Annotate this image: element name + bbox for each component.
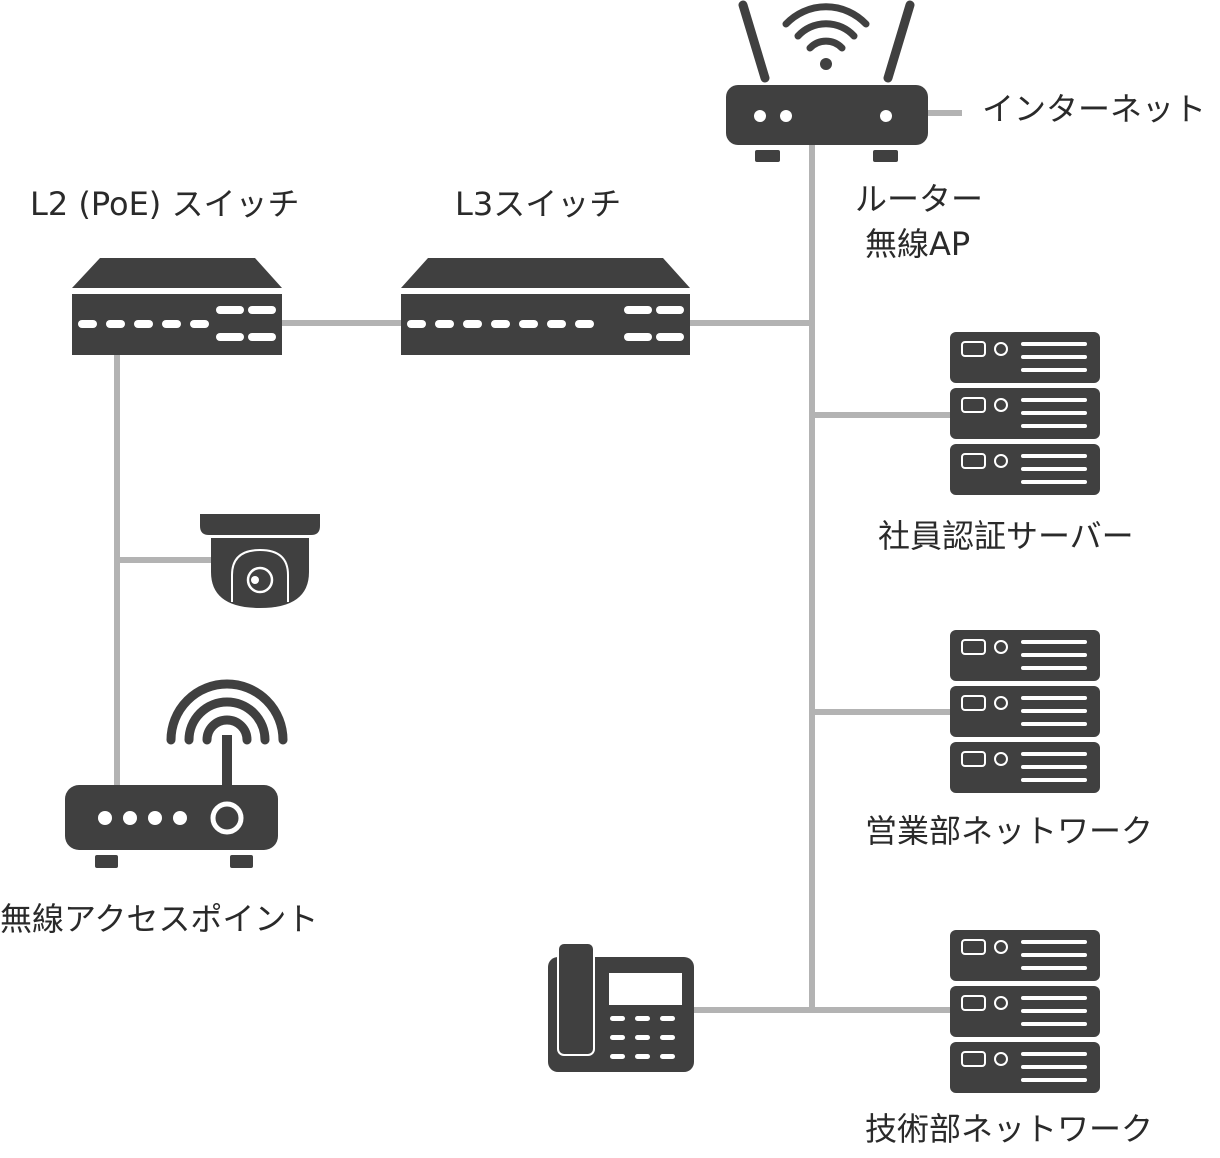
sales-server-icon — [950, 630, 1100, 793]
tech-network-label: 技術部ネットワーク — [865, 1110, 1154, 1148]
wireless-ap-label: 無線アクセスポイント — [0, 900, 319, 938]
links — [114, 110, 962, 1013]
ip-phone-icon — [548, 942, 694, 1072]
auth-server-label: 社員認証サーバー — [878, 517, 1134, 555]
router-label: ルーター — [855, 180, 984, 218]
wireless-access-point-icon — [65, 679, 288, 868]
tech-server-icon — [950, 930, 1100, 1093]
router-ap-label: 無線AP — [865, 225, 971, 263]
l2-switch-icon — [72, 258, 282, 355]
l3-switch-icon — [401, 258, 690, 355]
internet-label: インターネット — [982, 90, 1207, 128]
auth-server-icon — [950, 332, 1100, 495]
router-icon — [726, 0, 928, 162]
l2-switch-label: L2 (PoE) スイッチ — [30, 185, 300, 223]
sales-network-label: 営業部ネットワーク — [865, 812, 1154, 850]
security-camera-icon — [200, 514, 320, 608]
l3-switch-label: L3スイッチ — [455, 185, 622, 223]
